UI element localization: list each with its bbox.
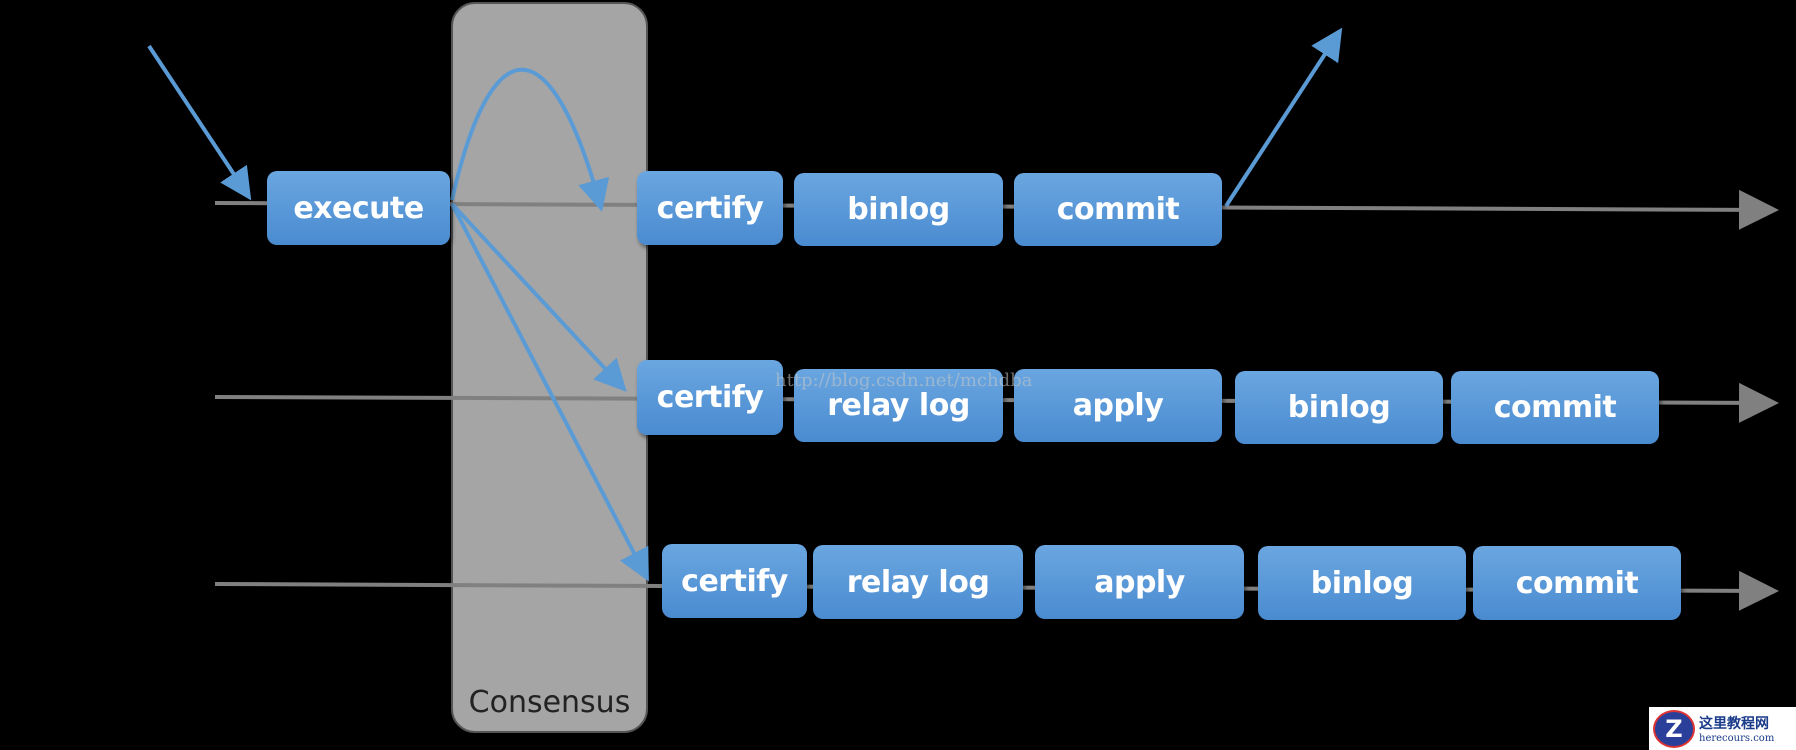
binlog-box: binlog xyxy=(1258,546,1466,620)
certify-box: certify xyxy=(637,360,783,435)
relay-log-box: relay log xyxy=(794,369,1003,442)
outgoing-arrow xyxy=(1224,27,1343,208)
logo-title: 这里教程网 xyxy=(1699,716,1769,732)
incoming-arrow xyxy=(147,44,252,201)
propagate-arrow-3 xyxy=(450,203,649,582)
commit-box: commit xyxy=(1014,173,1222,246)
certify-box: certify xyxy=(662,544,807,618)
watermark: http://blog.csdn.net/mchdba xyxy=(775,370,1033,391)
loopback-arrow xyxy=(450,68,610,212)
propagate-arrow-2 xyxy=(450,202,627,392)
binlog-box: binlog xyxy=(794,173,1003,246)
logo-site: herecours.com xyxy=(1699,733,1775,744)
apply-box: apply xyxy=(1035,545,1244,619)
certify-box: certify xyxy=(637,171,783,245)
commit-box: commit xyxy=(1473,546,1681,620)
consensus-label: Consensus xyxy=(468,685,631,720)
apply-box: apply xyxy=(1014,369,1222,442)
binlog-box: binlog xyxy=(1235,371,1443,444)
logo-z-icon: Z xyxy=(1653,709,1695,748)
relay-log-box: relay log xyxy=(813,545,1023,619)
commit-box: commit xyxy=(1451,371,1659,444)
execute-box: execute xyxy=(267,171,450,245)
site-logo: Z 这里教程网 herecours.com xyxy=(1649,707,1796,750)
